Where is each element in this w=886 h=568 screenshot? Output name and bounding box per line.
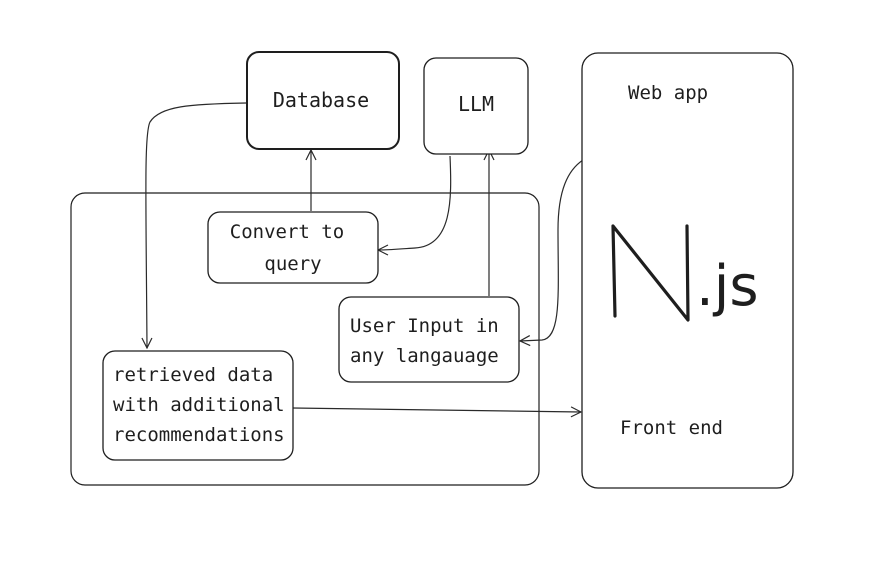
web-app-label: Web app xyxy=(628,82,708,104)
retrieved-label-line-2: with additional xyxy=(113,394,285,416)
retrieved-label-line-1: retrieved data xyxy=(113,364,273,386)
retrieved-label-line-3: recommendations xyxy=(113,424,285,446)
user-input-node: User Input in any langauage xyxy=(338,296,520,383)
backend-group-container xyxy=(70,192,540,486)
edge-webapp-to-user-input xyxy=(520,159,584,341)
user-input-label-line-1: User Input in xyxy=(350,315,499,337)
llm-node: LLM xyxy=(423,57,529,155)
web-app-node: Web app .js Front end xyxy=(581,52,794,489)
retrieved-data-node: retrieved data with additional recommend… xyxy=(102,350,294,461)
edge-llm-to-convert xyxy=(378,155,452,250)
convert-to-query-node: Convert to query xyxy=(207,211,379,284)
edge-database-to-retrieved xyxy=(146,102,247,348)
convert-label-line-1: Convert to xyxy=(230,221,344,243)
edge-retrieved-to-frontend xyxy=(292,408,581,412)
nextjs-logo-icon: .js xyxy=(611,224,759,322)
svg-text:.js: .js xyxy=(696,254,759,319)
llm-label: LLM xyxy=(458,92,494,116)
user-input-label-line-2: any langauage xyxy=(350,345,499,367)
database-label: Database xyxy=(273,88,369,112)
convert-label-line-2: query xyxy=(264,253,321,275)
database-node: Database xyxy=(246,51,400,150)
front-end-label: Front end xyxy=(620,417,723,439)
